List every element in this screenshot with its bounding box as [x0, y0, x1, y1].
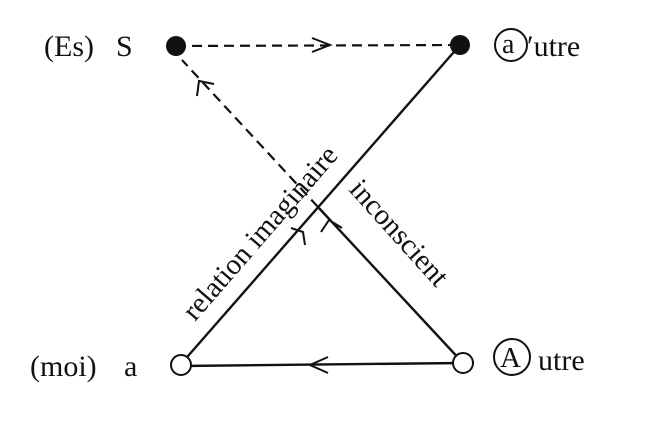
node-s	[166, 36, 186, 56]
edge-unconscious-dashed	[181, 59, 319, 208]
label-a-prefix: (moi)	[30, 350, 97, 383]
node-a-capital	[452, 352, 474, 374]
arrow-imaginary-relation	[290, 227, 306, 246]
arrow-a-capital-to-a	[307, 356, 329, 374]
edge-s-to-a-prime	[175, 43, 461, 48]
circle-mark-a-prime	[494, 28, 528, 62]
label-a-prime-suffix: ′utre	[527, 30, 580, 63]
label-a-prime-circled: a	[502, 29, 515, 60]
node-a-prime	[450, 35, 470, 55]
edge-a-capital-to-a	[180, 361, 464, 368]
arrow-unconscious	[320, 218, 343, 233]
edge-unconscious-solid	[317, 206, 464, 364]
label-imaginary-relation: relation imaginaire	[176, 140, 344, 327]
label-a: a	[124, 350, 137, 383]
label-s: S	[116, 30, 133, 63]
label-unconscious: inconscient	[343, 173, 455, 293]
arrow-unconscious-dashed	[196, 79, 215, 97]
edge-imaginary-relation	[180, 44, 461, 365]
label-s-prefix: (Es)	[44, 30, 94, 63]
node-a	[170, 354, 192, 376]
circle-mark-a-capital	[493, 338, 531, 376]
label-a-capital-suffix: utre	[538, 344, 585, 377]
arrow-s-to-a-prime	[311, 37, 333, 53]
label-a-capital-circled: A	[500, 342, 521, 374]
